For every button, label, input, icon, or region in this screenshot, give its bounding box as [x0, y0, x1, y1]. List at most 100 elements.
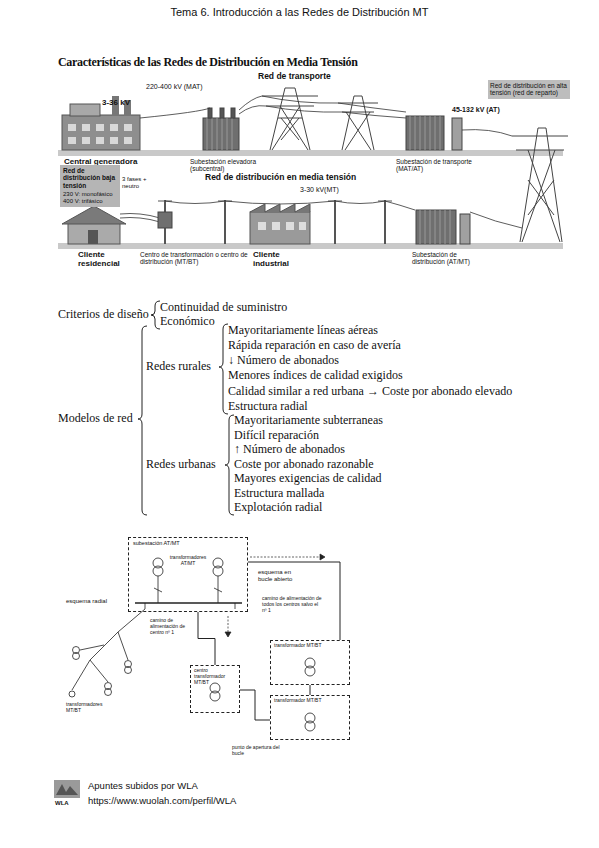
industrial-building-part: [250, 212, 310, 244]
tree-item: ↑ Número de abonados: [234, 443, 345, 457]
scheme-note: camino de alimentación de todos los cent…: [262, 596, 324, 613]
substation-box: subestación AT/MT transformadores AT/MT: [128, 537, 248, 612]
mv-poles-part: [120, 218, 160, 223]
page-header: Tema 6. Introducción a las Redes de Dist…: [0, 6, 599, 19]
transmission-towers: [262, 88, 378, 150]
box-text: transformadores AT/MT: [168, 555, 208, 567]
footer-text: Apuntes subidos por WLA: [88, 781, 198, 792]
tree-item: Estructura radial: [228, 400, 308, 414]
transformer-centre-box: centro transformador MT/BT: [190, 665, 240, 713]
page-heading: Características de las Redes de Distribu…: [58, 56, 358, 70]
voltage-label: 3-30 kV(MT): [300, 186, 339, 194]
power-plant-part-part: [82, 124, 90, 131]
step-up-transformer-part: [231, 108, 235, 118]
substation-internals-part: [145, 603, 235, 609]
illustration-label: Subestación de transporte (MAT/AT): [396, 158, 474, 173]
pole-transformer-part: [158, 212, 172, 228]
illustration-label: Cliente industrial: [253, 250, 303, 268]
power-plant-part-part: [124, 137, 132, 144]
power-plant-part-part: [96, 137, 104, 144]
radial-scheme-part: [125, 667, 132, 674]
feed-path-arrows-part: [250, 557, 322, 558]
at-tower-part: [512, 128, 568, 242]
transformer-centre-box: transformador MT/BT: [270, 640, 350, 685]
box-heading: transformador MT/BT: [274, 698, 346, 704]
logo-text: WLA: [55, 800, 69, 807]
illustration-label: Red de transporte: [258, 72, 331, 82]
centre-transformers-part: [305, 658, 315, 668]
tree-item: Estructura mallada: [234, 487, 324, 501]
radial-scheme-part: [105, 689, 112, 696]
logo-part: [56, 784, 78, 795]
scheme-note: punto de apertura del bucle: [232, 745, 282, 757]
braces-part: [225, 415, 234, 515]
braces-part: [151, 301, 160, 329]
radial-scheme-part: [72, 609, 145, 690]
industrial-building-part-part: [272, 222, 280, 230]
feeder-line: [240, 690, 270, 720]
scheme-label: esquema radial: [66, 598, 107, 605]
transport-lines-part: [140, 108, 210, 118]
tree-item: Menores índices de calidad exigidos: [228, 369, 403, 383]
tree-item: Calidad similar a red urbana → Coste por…: [228, 385, 512, 399]
power-plant-part: [70, 104, 100, 116]
industrial-building-part-part: [258, 222, 266, 230]
distribution-substation: [416, 210, 470, 244]
box-heading: subestación AT/MT: [133, 540, 180, 546]
industrial-building-part-part: [299, 222, 306, 230]
voltage-label: 220-400 kV (MAT): [146, 83, 203, 91]
power-plant: [62, 96, 140, 150]
step-up-transformer-part: [208, 108, 212, 118]
voltage-label: 3-36 kV: [102, 98, 130, 107]
power-plant-part: [62, 115, 140, 150]
illustration-label: Red de distribución en alta tensión (red…: [488, 80, 570, 99]
house-part: [68, 222, 120, 244]
step-up-transformer-part: [207, 118, 232, 150]
tree-item: Coste por abonado razonable: [234, 458, 374, 472]
tree-item: Rápida reparación en caso de avería: [228, 339, 401, 353]
illustration-label: Subestación elevadora (subcentral): [190, 158, 285, 173]
tree-heading: Criterios de diseño: [58, 308, 149, 322]
feed-path-arrows-part: [228, 616, 229, 634]
box-heading: centro transformador MT/BT: [194, 668, 236, 685]
house-part: [88, 230, 98, 244]
tree-item: Difícil reparación: [234, 429, 319, 443]
logo: [54, 780, 80, 798]
tree-item: Mayoritariamente líneas aéreas: [228, 324, 378, 338]
tree-item: Económico: [160, 315, 215, 329]
step-up-transformer: [203, 108, 239, 150]
transport-lines-part: [239, 106, 406, 118]
transport-lines: [140, 96, 406, 118]
illustration-label: Centro de transformación o centro de dis…: [140, 251, 248, 266]
transport-substation-part: [410, 116, 440, 150]
substation-internals-part: [153, 558, 163, 568]
feed-path-arrows-part: [225, 632, 231, 637]
illustration-label: Red de distribución en media tensión: [205, 173, 356, 183]
transport-lines-part: [239, 96, 406, 112]
power-plant-part-part: [110, 137, 118, 144]
substation-internals-part: [154, 576, 222, 603]
scheme-label: esquema en bucle abierto: [258, 569, 303, 583]
step-up-transformer-part: [220, 108, 224, 118]
tree-item: Explotación radial: [234, 501, 322, 515]
tree-item: Mayoritariamente subterraneas: [234, 414, 383, 428]
ground-strips: [58, 150, 563, 249]
radial-scheme-part: [73, 653, 80, 660]
step-up-transformer-part: [203, 118, 239, 150]
centre-transformers-part: [305, 721, 315, 731]
illustration-label: Cliente residencial: [78, 250, 133, 268]
ground-strips-part: [58, 150, 563, 156]
power-plant-part-part: [124, 124, 132, 131]
tree-subheading: Redes rurales: [146, 360, 211, 374]
industrial-building-part: [258, 222, 306, 230]
mv-poles: [120, 200, 415, 244]
centre-transformers-part: [305, 713, 315, 723]
feed-path-arrows-part: [320, 554, 325, 560]
feeder-line: [198, 612, 215, 665]
tree-item: Mayores exigencias de calidad: [234, 472, 382, 486]
radial-scheme-part: [69, 691, 75, 697]
tree-heading: Modelos de red: [58, 412, 133, 426]
distribution-substation-part: [460, 214, 470, 244]
